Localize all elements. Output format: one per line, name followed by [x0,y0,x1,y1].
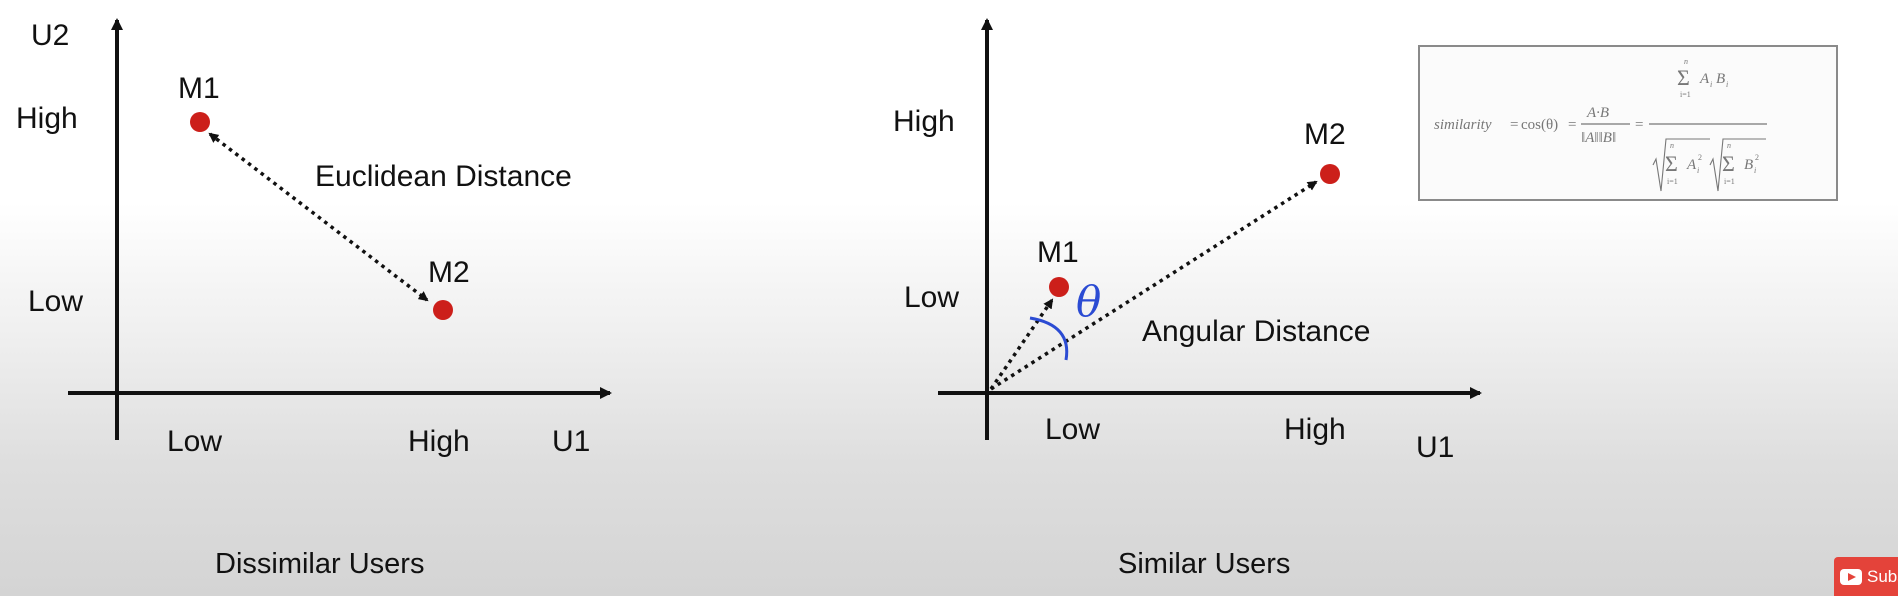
left-caption: Dissimilar Users [215,548,424,580]
right-caption: Similar Users [1118,548,1290,580]
left-point-m1 [190,112,210,132]
right-point-m2-label: M2 [1304,118,1346,151]
formula-den-b-sum: Σ [1722,151,1735,176]
left-x-axis-label: U1 [552,425,590,458]
cosine-similarity-formula: similarity = cos(θ) = A·B ‖A‖‖B‖ = n Σ i… [1418,45,1838,201]
formula-frac1-num: A·B [1586,105,1609,121]
formula-den-a: A [1686,157,1697,173]
right-point-m2 [1320,164,1340,184]
formula-den-b-sq: 2 [1755,153,1759,162]
angular-distance-label: Angular Distance [1142,315,1370,348]
right-x-tick-high: High [1284,413,1346,446]
left-point-m2-label: M2 [428,256,470,289]
youtube-subscribe-button[interactable]: Subs [1834,557,1898,596]
formula-cos: cos(θ) [1521,117,1558,133]
formula-frac1-den: ‖A‖‖B‖ [1581,130,1616,146]
formula-eq1: = [1510,117,1518,133]
formula-den-b-sum-lower: i=1 [1724,177,1735,186]
vector-m2 [990,180,1318,391]
formula-eq3: = [1635,117,1643,133]
left-point-m2 [433,300,453,320]
formula-den-a-sq: 2 [1698,153,1702,162]
formula-lhs: similarity [1434,117,1492,133]
youtube-subscribe-label: Subs [1867,566,1898,586]
formula-num-a-sub: i [1710,80,1712,89]
formula-den-a-sum: Σ [1665,151,1678,176]
formula-num-sum-lower: i=1 [1680,90,1691,99]
formula-num-sum: Σ [1677,65,1690,90]
formula-num-sum-upper: n [1684,57,1688,66]
left-x-tick-high: High [408,425,470,458]
euclidean-distance-arrow [208,132,429,302]
formula-num-a: A [1699,71,1710,87]
formula-den-a-sub: i [1697,166,1699,175]
left-diagram: U2 High Low Low High U1 M1 M2 Euclidean … [16,18,612,580]
left-x-tick-low: Low [167,425,222,458]
right-y-tick-high: High [893,105,955,138]
formula-den-b-sub: i [1754,166,1756,175]
euclidean-distance-label: Euclidean Distance [315,160,572,193]
formula-eq2: = [1568,117,1576,133]
formula-graphic: similarity = cos(θ) = A·B ‖A‖‖B‖ = n Σ i… [1434,57,1767,192]
left-point-m1-label: M1 [178,72,220,105]
formula-sqrt-a [1652,138,1710,192]
angle-arc-annotation [1029,316,1069,361]
theta-annotation: θ [1076,277,1101,326]
right-point-m1 [1049,277,1069,297]
formula-den-a-sum-lower: i=1 [1667,177,1678,186]
youtube-play-icon [1840,568,1862,585]
right-diagram: High Low Low High U1 θ M1 M2 Angular Dis… [893,18,1482,580]
left-y-axis-label: U2 [31,19,69,52]
right-x-axis-label: U1 [1416,431,1454,464]
vector-m1 [989,298,1054,390]
right-point-m1-label: M1 [1037,236,1079,269]
formula-den-b: B [1744,157,1753,173]
left-y-tick-low: Low [28,285,83,318]
left-y-tick-high: High [16,102,78,135]
formula-den-b-sum-upper: n [1727,141,1731,150]
right-y-tick-low: Low [904,281,959,314]
formula-num-b-sub: i [1726,80,1728,89]
formula-sqrt-b [1709,138,1766,192]
right-x-tick-low: Low [1045,413,1100,446]
formula-num-b: B [1716,71,1725,87]
formula-den-a-sum-upper: n [1670,141,1674,150]
